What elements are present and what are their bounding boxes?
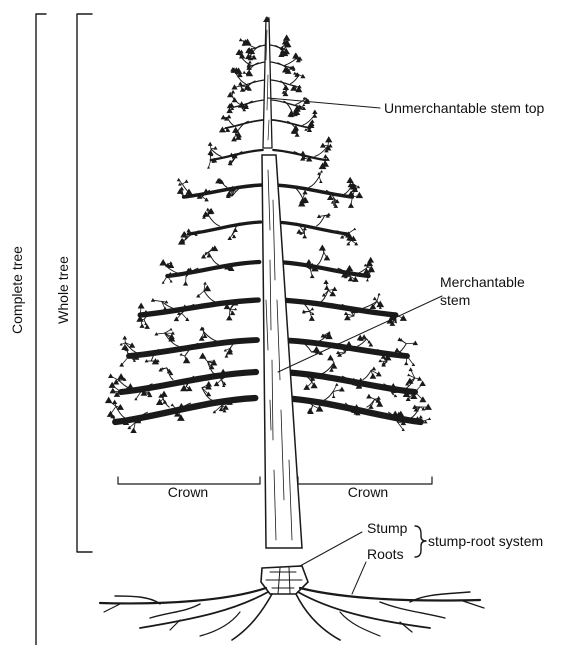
foliage-cluster — [238, 101, 249, 111]
foliage-cluster — [154, 328, 175, 342]
foliage-cluster — [231, 127, 242, 142]
foliage-cluster — [201, 245, 218, 258]
merchantable-label-line1: Merchantable — [440, 274, 525, 290]
foliage-cluster — [199, 352, 217, 369]
right-branch — [277, 262, 369, 276]
merchantable-stem — [262, 155, 302, 548]
foliage-cluster — [366, 394, 383, 409]
foliage-cluster — [370, 366, 382, 378]
complete-tree-label: Complete tree — [9, 246, 25, 334]
foliage-cluster — [221, 114, 232, 120]
foliage-cluster — [332, 383, 345, 398]
foliage-cluster — [235, 49, 245, 59]
foliage-cluster — [291, 125, 300, 137]
unmerchantable-stem-top-label: Unmerchantable stem top — [384, 100, 545, 116]
foliage-cluster — [412, 403, 432, 411]
foliage-cluster — [108, 373, 127, 384]
left-branch — [184, 185, 262, 197]
left-branch — [115, 398, 255, 422]
foliage-cluster — [319, 245, 331, 261]
foliage-cluster — [312, 110, 317, 118]
stump — [261, 566, 308, 594]
foliage-cluster — [224, 348, 233, 357]
left-branch — [129, 340, 257, 356]
crown-left-label: Crown — [168, 484, 208, 500]
left-branch — [140, 300, 258, 315]
foliage-cluster — [317, 170, 323, 183]
stump-root-brace — [415, 526, 426, 557]
foliage-cluster — [239, 38, 252, 46]
foliage-cluster — [293, 103, 306, 111]
complete-tree-bracket — [36, 14, 46, 645]
left-branch — [167, 262, 259, 276]
foliage-cluster — [346, 177, 360, 190]
foliage-cluster — [320, 136, 333, 152]
foliage-cluster — [196, 282, 211, 298]
foliage-cluster — [199, 326, 208, 340]
foliage-cluster — [230, 67, 243, 77]
foliage-cluster — [242, 70, 253, 76]
stump-leader — [300, 532, 362, 566]
foliage-cluster — [370, 293, 384, 309]
left-branch — [189, 222, 261, 234]
foliage-cluster — [282, 84, 289, 96]
foliage-cluster — [227, 90, 238, 102]
crown-right-label: Crown — [348, 484, 388, 500]
stump-label: Stump — [367, 520, 408, 536]
roots — [100, 588, 484, 640]
whole-tree-label: Whole tree — [55, 256, 71, 324]
merchantable-stem-leader — [278, 296, 442, 372]
foliage-cluster — [319, 154, 330, 169]
foliage-cluster — [302, 259, 318, 278]
foliage-cluster — [202, 208, 215, 219]
roots-leader — [352, 562, 366, 594]
merchantable-label-line2: stem — [440, 292, 470, 308]
foliage-cluster — [120, 335, 136, 350]
right-branch — [280, 372, 415, 392]
stump-root-system-label: stump-root system — [428, 533, 543, 549]
foliage-cluster — [321, 332, 333, 339]
right-branch — [274, 185, 352, 197]
crown-right-bracket — [298, 477, 432, 484]
roots-label: Roots — [367, 546, 404, 562]
foliage-cluster — [231, 81, 249, 91]
unmerchantable-stem-top — [263, 16, 272, 148]
whole-tree-bracket — [77, 14, 92, 552]
foliage-cluster — [159, 259, 174, 268]
foliage-cluster — [397, 337, 418, 345]
foliage-cluster — [227, 228, 237, 240]
foliage-cluster — [293, 72, 305, 79]
foliage-cluster — [226, 102, 234, 113]
foliage-cluster — [405, 367, 422, 385]
foliage-cluster — [156, 391, 168, 405]
foliage-cluster — [215, 178, 224, 184]
foliage-cluster — [202, 381, 212, 396]
foliage-cluster — [322, 280, 337, 297]
foliage-cluster — [158, 367, 173, 375]
foliage-cluster — [363, 266, 375, 282]
foliage-cluster — [180, 353, 191, 363]
crown-left-bracket — [118, 477, 260, 484]
right-branch — [275, 222, 347, 234]
